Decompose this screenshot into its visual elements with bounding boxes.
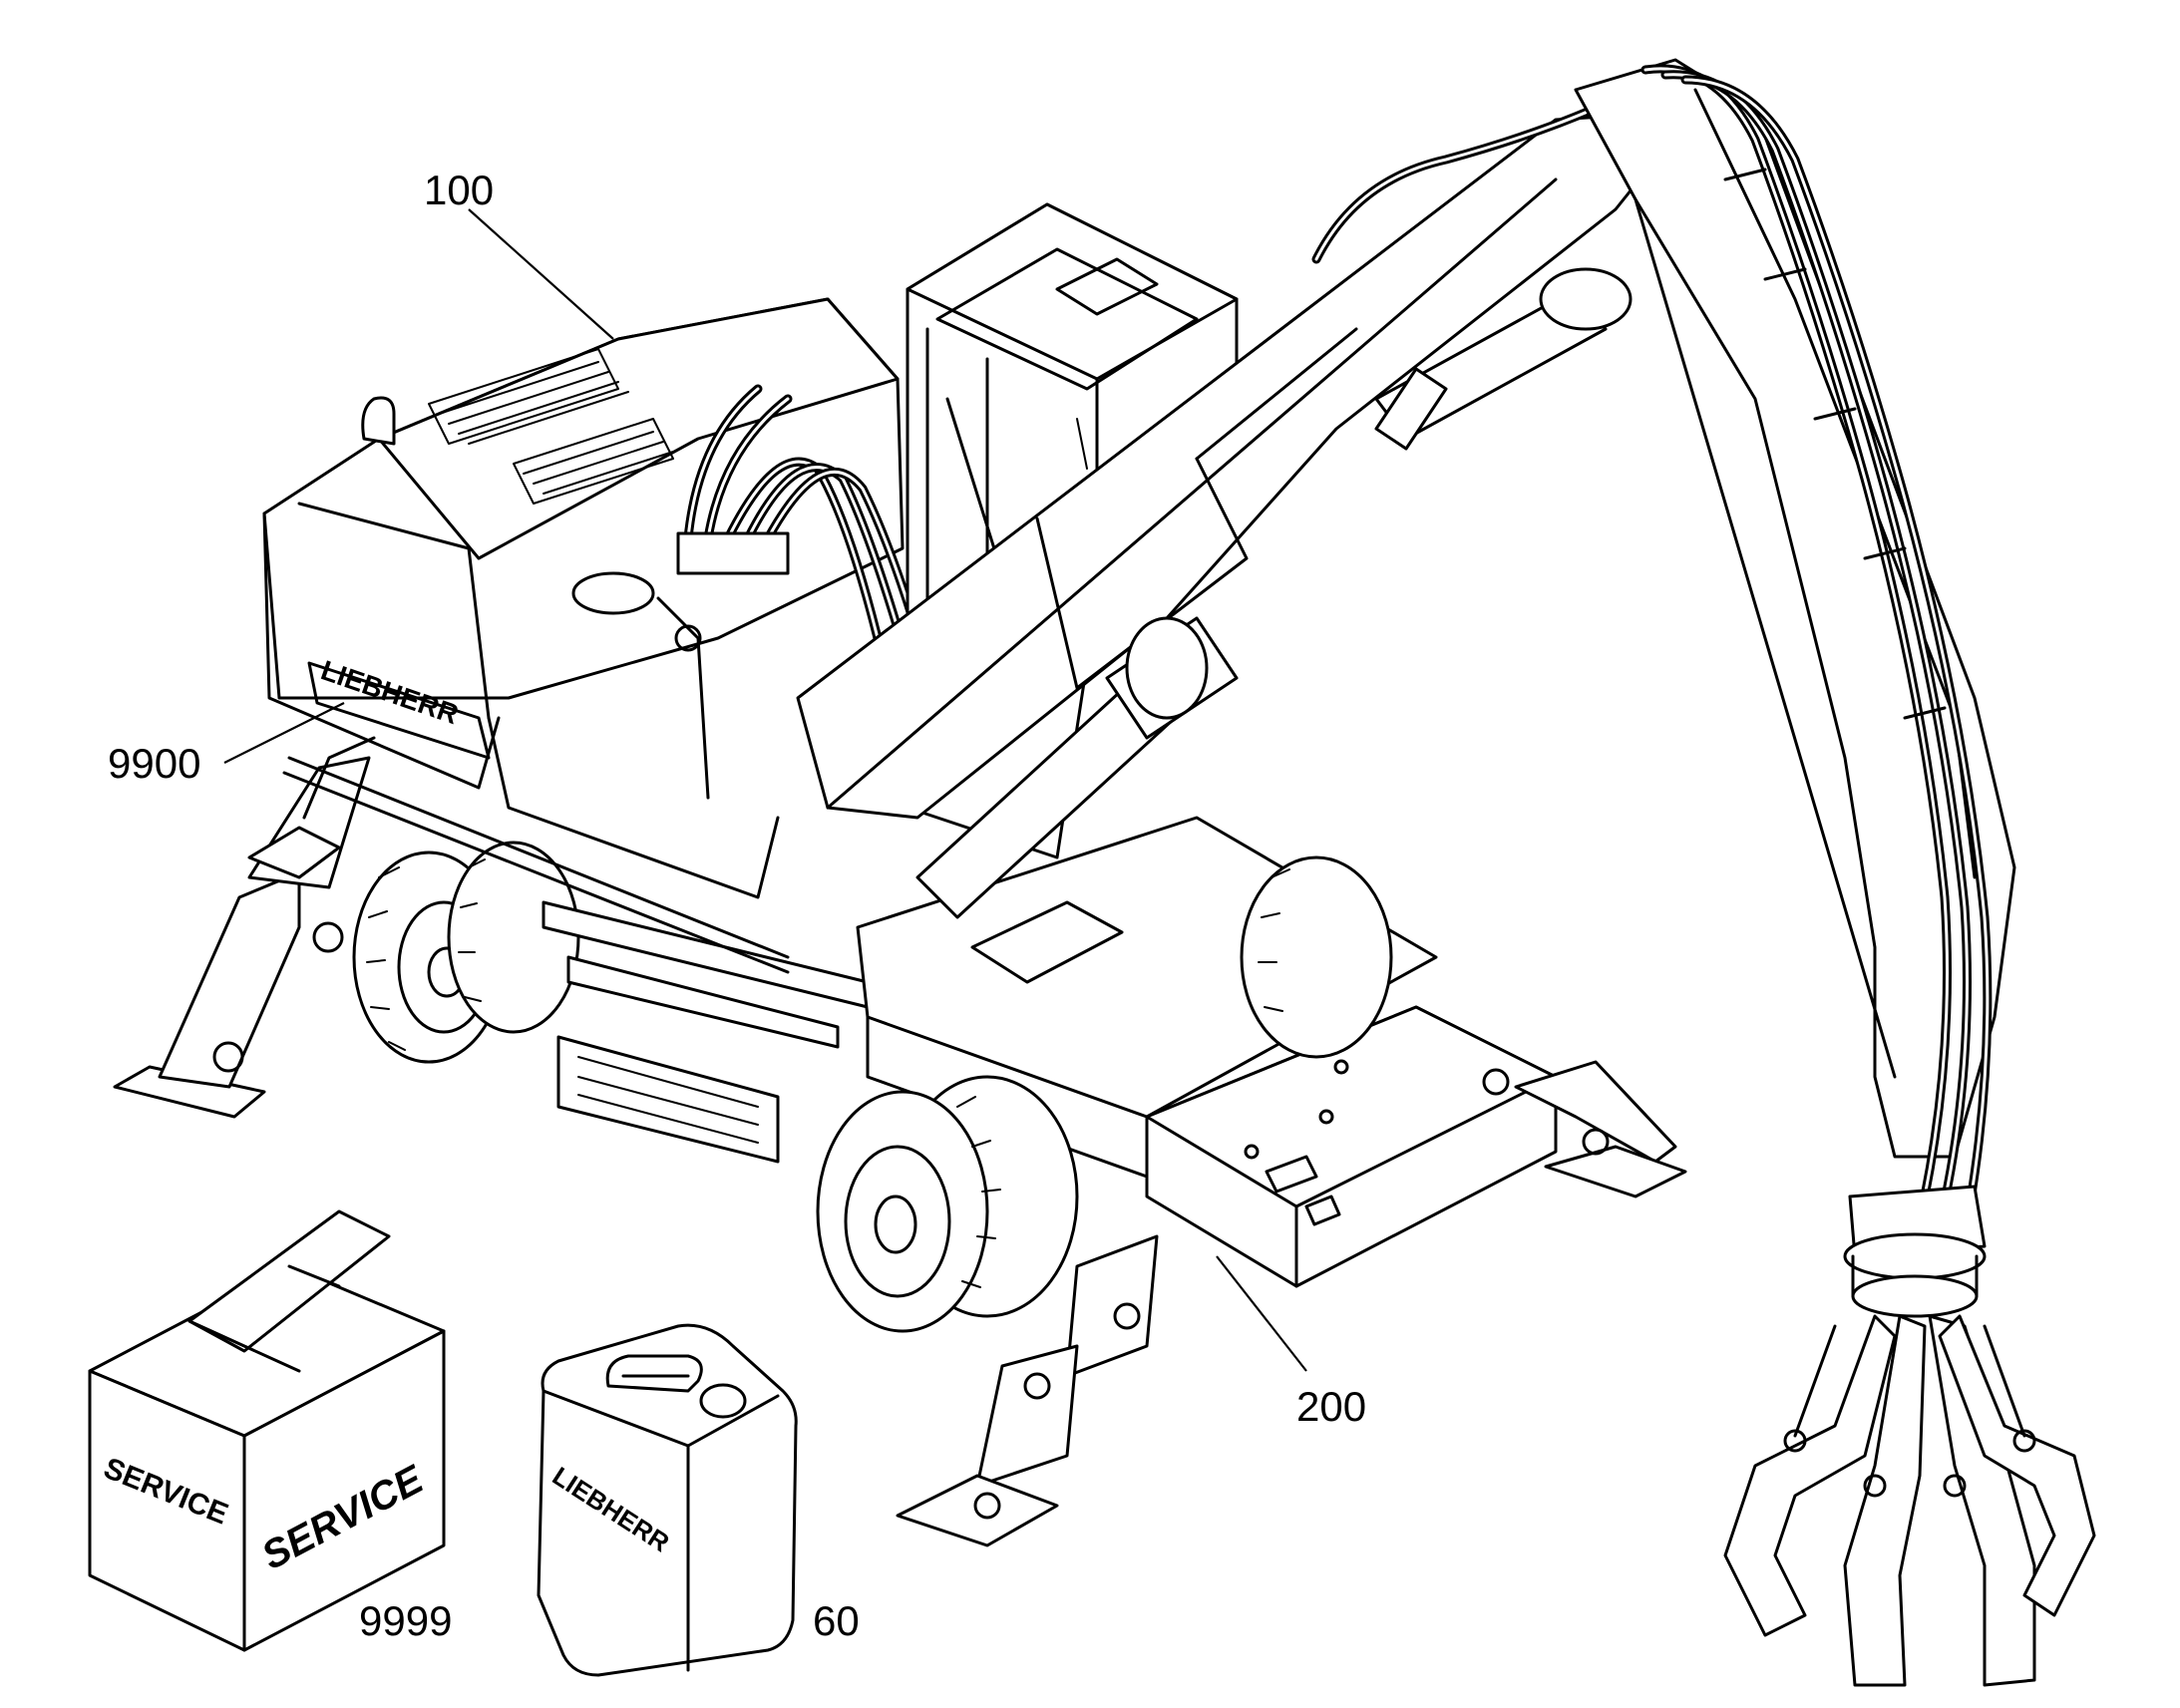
front-wheel-left <box>816 1075 1079 1333</box>
callout-labels: 100 9900 200 9999 60 <box>108 167 1366 1644</box>
undercarriage-chassis-200 <box>542 816 1687 1547</box>
oil-canister: LIEBHERR <box>537 1323 798 1677</box>
service-box: SERVICE SERVICE <box>88 1209 446 1652</box>
callout-60: 60 <box>813 1597 860 1644</box>
rear-left-outrigger <box>113 736 376 1119</box>
leader-9900 <box>223 702 345 764</box>
leader-100 <box>468 208 614 340</box>
stick-arm <box>1574 58 2016 1211</box>
callout-100: 100 <box>424 167 494 213</box>
front-wheel-rear-dual <box>1240 855 1393 1059</box>
boom <box>796 85 1657 919</box>
callout-200: 200 <box>1296 1383 1366 1430</box>
leader-lines <box>223 208 1307 1372</box>
uppercarriage-100: LIEBHERR <box>262 297 905 974</box>
callout-9999: 9999 <box>359 1597 452 1644</box>
hydraulic-hoses <box>676 384 917 643</box>
rear-wheel-right <box>447 841 580 1034</box>
orange-peel-grapple <box>1723 1185 2096 1687</box>
leader-200 <box>1216 1255 1307 1372</box>
callout-9900: 9900 <box>108 740 200 787</box>
